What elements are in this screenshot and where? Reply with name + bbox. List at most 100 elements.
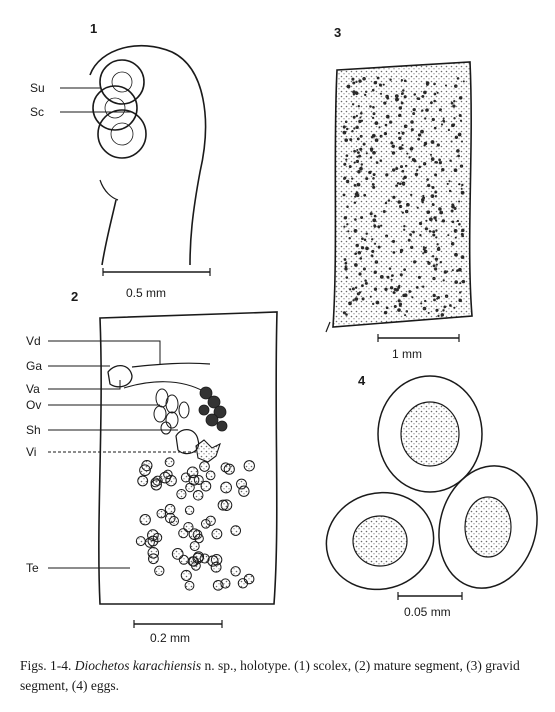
testis — [156, 508, 167, 519]
gravid-egg-dot — [433, 216, 437, 220]
gravid-egg-dot — [370, 254, 374, 257]
gravid-egg-dot — [355, 125, 359, 129]
gravid-egg-dot — [423, 249, 428, 254]
gravid-egg-dot — [349, 138, 353, 142]
gravid-egg-dot — [429, 217, 433, 222]
gravid-egg-dot — [424, 299, 427, 303]
gravid-egg-dot — [441, 219, 446, 223]
gravid-egg-dot — [450, 242, 455, 246]
scolex-drawing — [89, 44, 211, 276]
gravid-egg-dot — [454, 280, 459, 284]
gravid-egg-dot — [342, 130, 347, 135]
gravid-egg-dot — [364, 93, 367, 97]
gravid-egg-dot — [403, 79, 407, 83]
gravid-egg-dot — [419, 221, 423, 226]
testis — [220, 481, 232, 494]
gravid-egg-dot — [349, 288, 352, 291]
gravid-egg-dot — [348, 165, 352, 169]
gravid-egg-dot — [424, 227, 429, 231]
gravid-egg-dot — [397, 308, 401, 312]
gravid-egg-dot — [370, 135, 374, 139]
gravid-egg-dot — [460, 190, 465, 195]
testis — [238, 485, 250, 497]
gravid-egg-dot — [400, 101, 404, 105]
gravid-egg-dot — [435, 229, 438, 232]
gravid-egg-dot — [458, 298, 462, 303]
gravid-egg-dot — [373, 242, 377, 245]
gravid-egg-dot — [417, 137, 421, 141]
gravid-segment-outline — [332, 61, 473, 328]
gravid-egg-dot — [438, 161, 442, 165]
gravid-egg-dot — [358, 119, 362, 124]
gravid-egg-dot — [416, 169, 419, 172]
gravid-egg-dot — [458, 267, 462, 272]
gravid-egg-dot — [382, 209, 386, 214]
gravid-egg-dot — [421, 201, 424, 204]
gravid-egg-dot — [397, 200, 402, 204]
gravid-egg-dot — [355, 80, 358, 83]
gravid-egg-dot — [410, 245, 414, 250]
gravid-egg-dot — [358, 291, 362, 294]
gravid-egg-dot — [434, 195, 438, 198]
gravid-egg-dot — [458, 96, 463, 100]
gravid-egg-dot — [387, 199, 391, 202]
gravid-egg-dot — [351, 130, 354, 133]
gravid-egg-dot — [419, 234, 422, 237]
gravid-egg-dot — [403, 224, 406, 228]
figure-number-4: 4 — [358, 373, 366, 388]
testis — [207, 555, 219, 567]
gravid-egg-dot — [403, 293, 408, 298]
gravid-egg-dot — [353, 229, 358, 233]
gravid-egg-dot — [398, 204, 403, 209]
gravid-egg-dot — [458, 200, 461, 203]
gravid-egg-dot — [396, 182, 400, 185]
gravid-egg-dot — [344, 261, 348, 265]
gravid-egg-dot — [352, 90, 356, 94]
gravid-egg-dot — [436, 91, 439, 94]
gravid-egg-dot — [409, 233, 412, 236]
testis — [220, 462, 231, 473]
gravid-egg-dot — [453, 207, 457, 210]
gravid-egg-dot — [439, 260, 443, 264]
gravid-egg-dot — [345, 154, 349, 158]
gravid-egg-dot — [434, 190, 438, 194]
gravid-egg-dot — [401, 211, 404, 214]
testis — [148, 553, 159, 565]
egg-top — [377, 375, 483, 493]
label-vi: Vi — [26, 445, 37, 459]
gravid-egg-dot — [441, 167, 445, 172]
gravid-egg-dot — [354, 297, 359, 301]
gravid-egg-dot — [370, 149, 373, 152]
gravid-egg-dot — [343, 177, 346, 180]
testis — [176, 488, 187, 500]
gravid-egg-dot — [403, 95, 407, 99]
gravid-egg-dot — [433, 298, 436, 302]
gravid-egg-dot — [359, 116, 362, 119]
gravid-egg-dot — [450, 101, 454, 105]
testis — [205, 470, 216, 481]
gravid-egg-dot — [411, 146, 414, 150]
gravid-egg-dot — [424, 246, 427, 249]
gravid-egg-dot — [398, 304, 402, 307]
gravid-egg-dot — [450, 140, 453, 143]
gravid-egg-dot — [356, 183, 359, 186]
gravid-egg-dot — [386, 275, 390, 279]
gravid-egg-dot — [390, 278, 393, 281]
gravid-egg-dot — [354, 286, 358, 289]
gravid-egg-dot — [383, 131, 388, 136]
gravid-egg-dot — [413, 260, 417, 264]
gravid-egg-dot — [384, 201, 388, 205]
gravid-egg-dot — [401, 147, 404, 150]
gravid-egg-dot — [355, 159, 360, 164]
scale-label-fig1: 0.5 mm — [126, 286, 167, 300]
gravid-egg-dot — [459, 119, 463, 122]
gravid-egg-dot — [394, 94, 399, 98]
testis — [164, 503, 176, 515]
gravid-egg-dot — [378, 126, 381, 129]
gravid-egg-dot — [433, 126, 437, 130]
gravid-egg-dot — [398, 284, 401, 287]
gravid-egg-dot — [403, 228, 406, 231]
testis — [139, 464, 151, 477]
gravid-egg-dot — [431, 255, 435, 258]
gravid-egg-dot — [436, 243, 439, 246]
